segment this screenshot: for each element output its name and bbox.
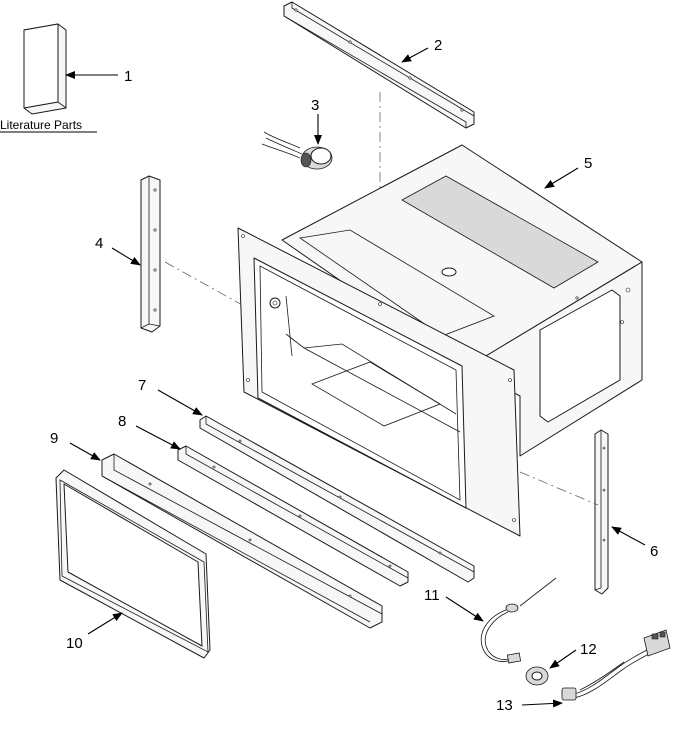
bottom-channel-9-part xyxy=(101,453,383,629)
callout-8: 8 xyxy=(118,413,126,430)
leader-11 xyxy=(445,596,484,622)
door-gasket-part xyxy=(55,469,211,659)
leader-12 xyxy=(549,649,577,669)
callout-2: 2 xyxy=(434,37,442,54)
nut-washer-part xyxy=(525,666,549,686)
top-rail-part xyxy=(283,1,475,129)
leader-2 xyxy=(401,47,429,63)
callout-6: 6 xyxy=(650,543,658,560)
leader-4 xyxy=(111,247,141,266)
callout-7: 7 xyxy=(138,377,146,394)
callout-5: 5 xyxy=(584,155,592,172)
oven-cavity-part xyxy=(237,144,643,537)
leader-9 xyxy=(69,442,101,461)
callout-3: 3 xyxy=(311,97,319,114)
callout-12: 12 xyxy=(580,641,597,658)
alignment-line-left xyxy=(164,261,245,307)
right-side-rail-part xyxy=(594,429,609,595)
left-side-rail-part xyxy=(140,175,161,333)
leader-10 xyxy=(87,612,123,635)
callout-11: 11 xyxy=(424,587,440,604)
callout-13: 13 xyxy=(496,697,513,714)
leader-6 xyxy=(611,526,646,546)
leader-8 xyxy=(135,425,181,450)
leader-13 xyxy=(521,699,563,708)
probe-wire-part xyxy=(480,577,557,664)
wire-harness-part xyxy=(561,629,671,701)
thermostat-sensor-part xyxy=(261,131,333,170)
trim-strip-8-part xyxy=(177,445,409,587)
callout-1: 1 xyxy=(124,68,132,85)
trim-strip-7-part xyxy=(199,415,475,583)
callout-4: 4 xyxy=(95,235,103,252)
leader-7 xyxy=(157,389,203,416)
literature-parts-booklet xyxy=(23,23,67,115)
alignment-line-right xyxy=(519,471,599,506)
leader-5 xyxy=(544,167,579,189)
callout-9: 9 xyxy=(50,430,58,447)
callout-10: 10 xyxy=(66,635,83,652)
literature-parts-label: Literature Parts xyxy=(0,118,82,132)
